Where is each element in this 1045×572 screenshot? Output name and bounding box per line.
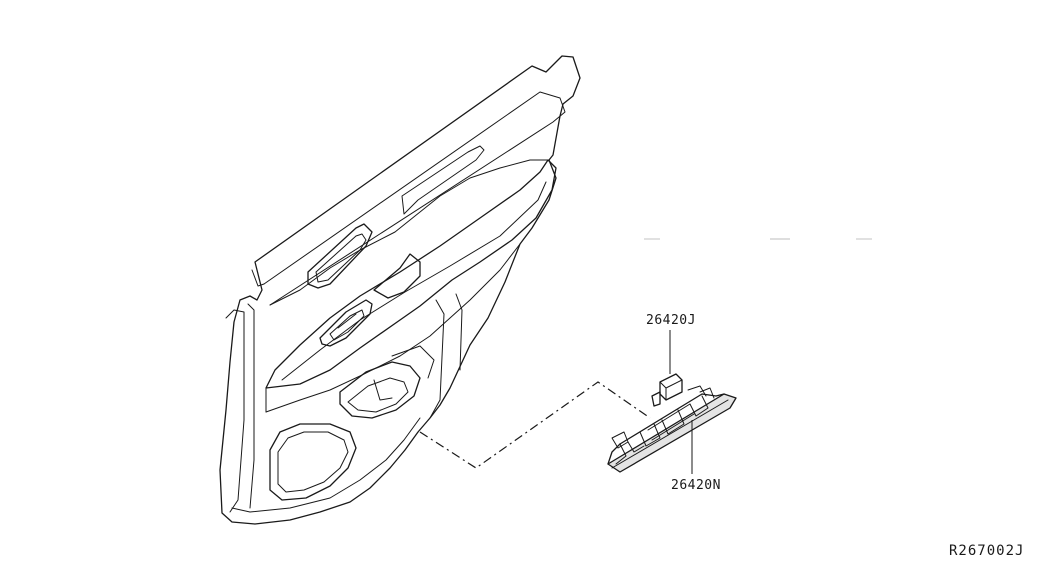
- bulb-26420j: [651, 373, 683, 407]
- diagram-reference-code: R267002J: [949, 543, 1025, 559]
- connector-line: [419, 381, 651, 469]
- courtesy-lamp-26420n: [607, 385, 737, 473]
- callout-26420n: 26420N: [671, 478, 721, 493]
- door-trim-panel: [219, 55, 581, 525]
- callout-26420j: 26420J: [646, 313, 696, 328]
